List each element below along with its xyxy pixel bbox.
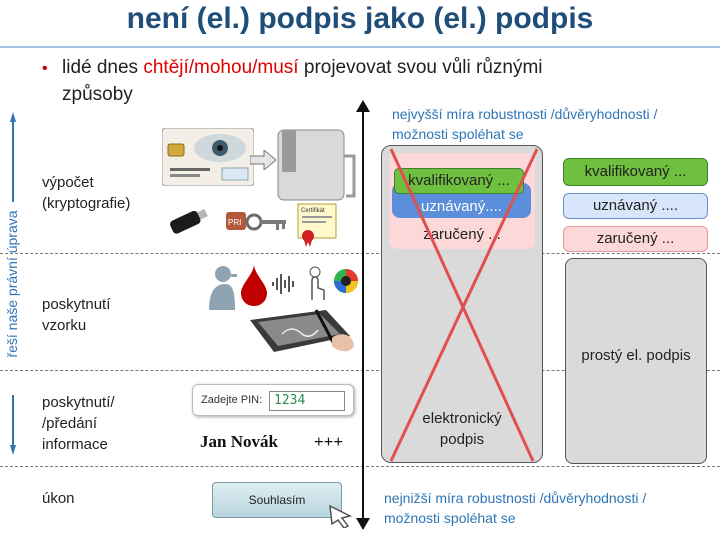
- row-divider: [0, 466, 720, 467]
- note-line: nejnižší míra robustnosti /důvěryhodnost…: [384, 490, 647, 506]
- bullet-suffix: projevovat svou vůli různými: [298, 57, 543, 78]
- row-label-line: poskytnutí: [42, 296, 111, 313]
- row-label-line: informace: [42, 436, 108, 453]
- electronic-signature-label: elektronický podpis: [381, 408, 543, 450]
- row-label-line: (kryptografie): [42, 195, 131, 212]
- row-label-line: poskytnutí/: [42, 394, 115, 411]
- advanced-signature-badge: zaručený ...: [563, 226, 708, 252]
- bullet-highlight: chtějí/mohou/musí: [143, 57, 299, 78]
- recognized-signature-badge: uznávaný ....: [563, 193, 708, 219]
- label-line: elektronický: [422, 410, 502, 427]
- note-line: možnosti spoléhat se: [392, 126, 524, 142]
- note-line: nejvyšší míra robustnosti /důvěryhodnost…: [392, 106, 658, 122]
- person-silhouette-icon: [209, 266, 237, 310]
- qualified-signature-box: kvalifikovaný ...: [394, 168, 524, 194]
- key-tag-text: PRI: [228, 218, 241, 227]
- row-divider: [0, 370, 720, 371]
- qualified-signature-badge: kvalifikovaný ...: [563, 158, 708, 186]
- smart-card-icon: [162, 128, 254, 186]
- pin-entry-panel: Zadejte PIN: 1234: [192, 384, 354, 416]
- slide-title: není (el.) podpis jako (el.) podpis: [126, 2, 594, 35]
- certificate-icon: Certifikát: [297, 203, 337, 247]
- row-divider: [0, 253, 720, 254]
- note-line: možnosti spoléhat se: [384, 510, 516, 526]
- top-robustness-note: nejvyšší míra robustnosti /důvěryhodnost…: [392, 104, 720, 144]
- bullet-text-line2: způsoby: [62, 84, 133, 105]
- title-divider: [0, 46, 720, 48]
- arrow-right-icon: [250, 150, 276, 170]
- typed-name: Jan Novák: [200, 432, 278, 451]
- signature-pad-icon: [250, 309, 354, 352]
- row-label-act: úkon: [42, 488, 75, 509]
- color-wheel-icon: [334, 269, 358, 293]
- voice-waveform-icon: [272, 274, 294, 294]
- arrow-up-icon: [10, 112, 16, 202]
- usb-token-icon: [170, 208, 208, 234]
- blood-drop-icon: [241, 264, 267, 306]
- row-label-line: úkon: [42, 490, 75, 507]
- row-label-line: výpočet: [42, 174, 94, 191]
- mouse-cursor-icon: [329, 504, 353, 528]
- bullet-prefix: lidé dnes: [62, 57, 144, 78]
- row-label-sample: poskytnutí vzorku: [42, 294, 110, 336]
- private-key-icon: PRI: [226, 212, 286, 231]
- label-line: podpis: [439, 431, 485, 448]
- qualified-label: kvalifikovaný ...: [408, 172, 510, 189]
- pin-label: Zadejte PIN:: [201, 394, 263, 406]
- row-label-computation: výpočet (kryptografie): [42, 172, 130, 214]
- simple-signature-box: prostý el. podpis: [565, 258, 707, 464]
- row-label-line: vzorku: [42, 317, 87, 334]
- agree-button[interactable]: Souhlasím: [212, 482, 342, 518]
- simple-signature-label: prostý el. podpis: [581, 347, 691, 364]
- plus-marks: +++: [314, 432, 344, 451]
- card-reader-icon: [277, 129, 356, 201]
- bottom-robustness-note: nejnižší míra robustnosti /důvěryhodnost…: [384, 488, 719, 528]
- advanced-label: zaručený ...: [423, 226, 501, 243]
- row-label-line: /předání: [42, 415, 98, 432]
- pin-input[interactable]: 1234: [269, 391, 345, 411]
- recognized-label: uznávaný....: [421, 198, 502, 215]
- row-label-information: poskytnutí/ /předání informace: [42, 392, 115, 455]
- robustness-axis-arrow: [356, 100, 370, 530]
- arrow-down-icon: [10, 395, 16, 455]
- bullet-icon: •: [42, 60, 48, 77]
- cross-out-icon: [389, 148, 539, 462]
- fingerprint-touch-icon: [309, 266, 325, 300]
- bullet-text: lidé dnes chtějí/mohou/musí projevovat s…: [62, 57, 543, 79]
- certificate-text: Certifikát: [301, 208, 325, 214]
- side-label: řeší naše právní úprava: [4, 210, 20, 358]
